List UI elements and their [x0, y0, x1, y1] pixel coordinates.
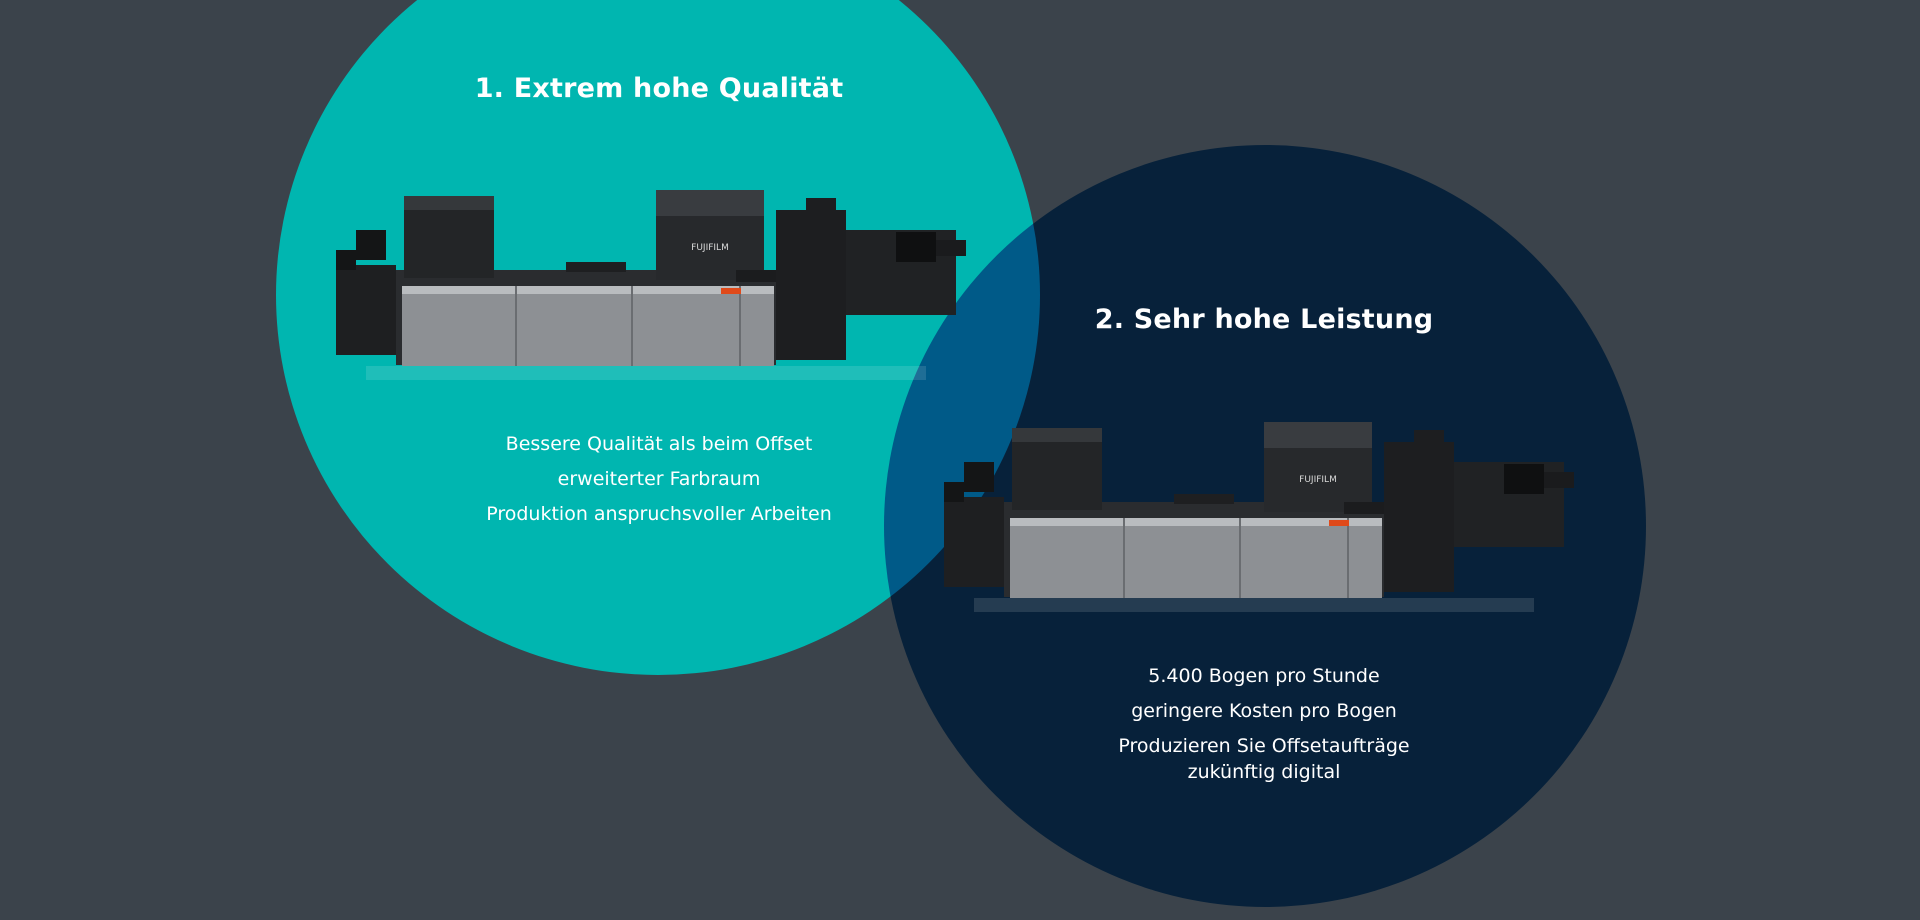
performance-feature-list: 5.400 Bogen pro Stunde geringere Kosten … [1044, 663, 1484, 785]
list-item: Bessere Qualität als beim Offset [505, 433, 813, 455]
list-item: Produktion anspruchsvoller Arbeiten [486, 503, 832, 525]
performance-heading: 2. Sehr hohe Leistung [1094, 304, 1434, 335]
list-item: 5.400 Bogen pro Stunde [1148, 665, 1380, 687]
fujifilm-logo: FUJIFILM [1299, 475, 1337, 485]
fujifilm-logo: FUJIFILM [691, 243, 729, 253]
list-item: erweiterter Farbraum [557, 468, 761, 490]
list-item: geringere Kosten pro Bogen [1131, 700, 1397, 722]
printing-press-image: FUJIFILM [336, 190, 966, 380]
printing-press-image: FUJIFILM [944, 422, 1574, 612]
quality-feature-list: Bessere Qualität als beim Offset erweite… [437, 431, 881, 536]
quality-heading: 1. Extrem hohe Qualität [474, 73, 844, 104]
list-item: Produzieren Sie Offsetaufträge zukünftig… [1118, 735, 1410, 783]
